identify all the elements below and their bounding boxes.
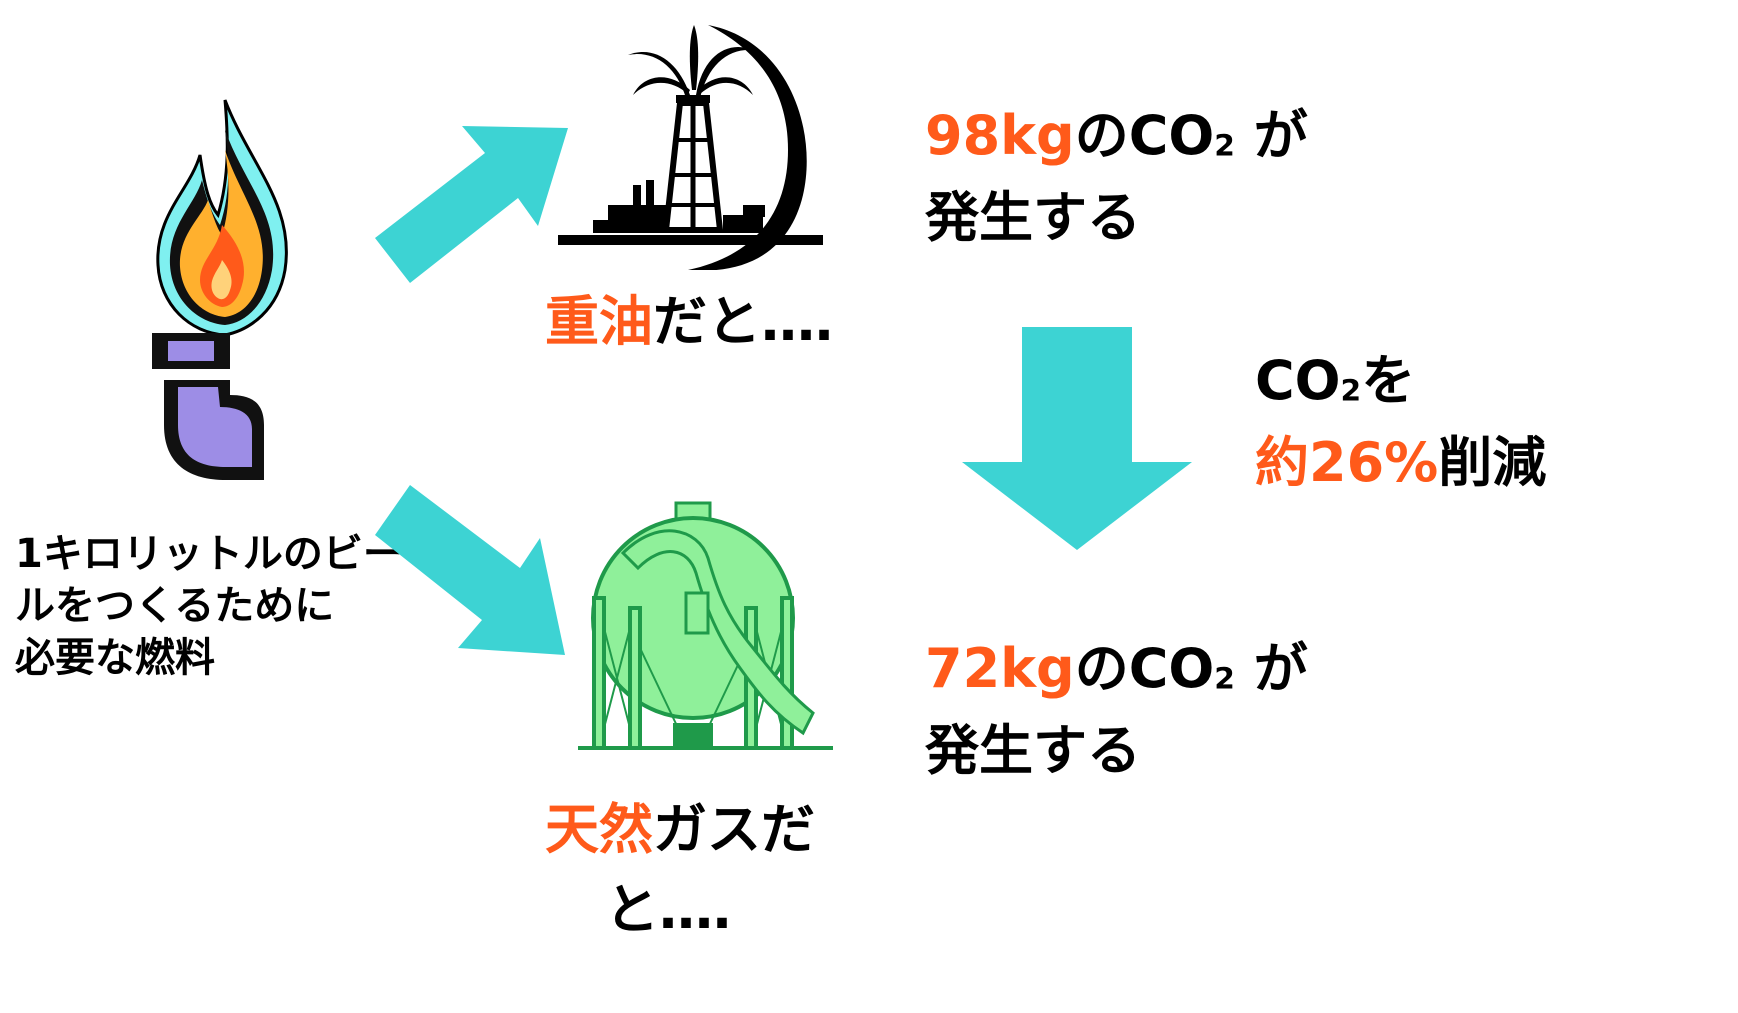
oil-ga-text: が: [1234, 104, 1308, 167]
natural-gas-label: 天然ガスだ と‥‥: [545, 790, 815, 950]
reduction-co2: CO: [1255, 349, 1341, 412]
gas-co2-sub: 2: [1214, 661, 1235, 697]
gas-amount: 72kg: [925, 637, 1075, 700]
oil-result-line2: 発生する: [925, 186, 1141, 250]
gas-result-line2: 発生する: [925, 719, 1141, 783]
oil-result: 98kgのCO2 が 発生する: [925, 100, 1308, 254]
heavy-oil-name: 重油: [545, 290, 653, 353]
reduction-suffix: 削減: [1438, 431, 1547, 495]
fuel-label-line1: 1キロリットルのビー: [15, 531, 403, 577]
fuel-label-line2: ルをつくるために: [15, 583, 335, 629]
reduction-arrow: [962, 327, 1192, 550]
reduction-text: CO2を 約26%削減: [1255, 345, 1546, 499]
oil-co2-text: のCO: [1074, 104, 1215, 167]
gas-ga-text: が: [1234, 637, 1308, 700]
heavy-oil-suffix: だと‥‥: [653, 290, 834, 353]
gas-result: 72kgのCO2 が 発生する: [925, 633, 1308, 787]
oil-rig-icon: [558, 25, 823, 270]
gas-flame-icon: [152, 99, 288, 480]
fuel-label-line3: 必要な燃料: [15, 635, 215, 681]
natural-gas-suffix: ガスだ: [653, 798, 815, 861]
gas-co2-text: のCO: [1074, 637, 1215, 700]
heavy-oil-label: 重油だと‥‥: [545, 290, 833, 355]
oil-co2-sub: 2: [1214, 128, 1235, 164]
natural-gas-name: 天然: [545, 798, 653, 861]
natural-gas-line2: と‥‥: [605, 878, 732, 941]
reduction-wo: を: [1361, 349, 1416, 412]
oil-amount: 98kg: [925, 104, 1075, 167]
gas-tank-icon: [578, 501, 833, 750]
reduction-co2-sub: 2: [1340, 373, 1362, 409]
arrow-to-natural-gas: [375, 485, 565, 655]
fuel-label: 1キロリットルのビー ルをつくるために 必要な燃料: [15, 528, 403, 684]
arrow-to-heavy-oil: [375, 126, 568, 283]
reduction-percent: 約26%: [1255, 431, 1439, 495]
